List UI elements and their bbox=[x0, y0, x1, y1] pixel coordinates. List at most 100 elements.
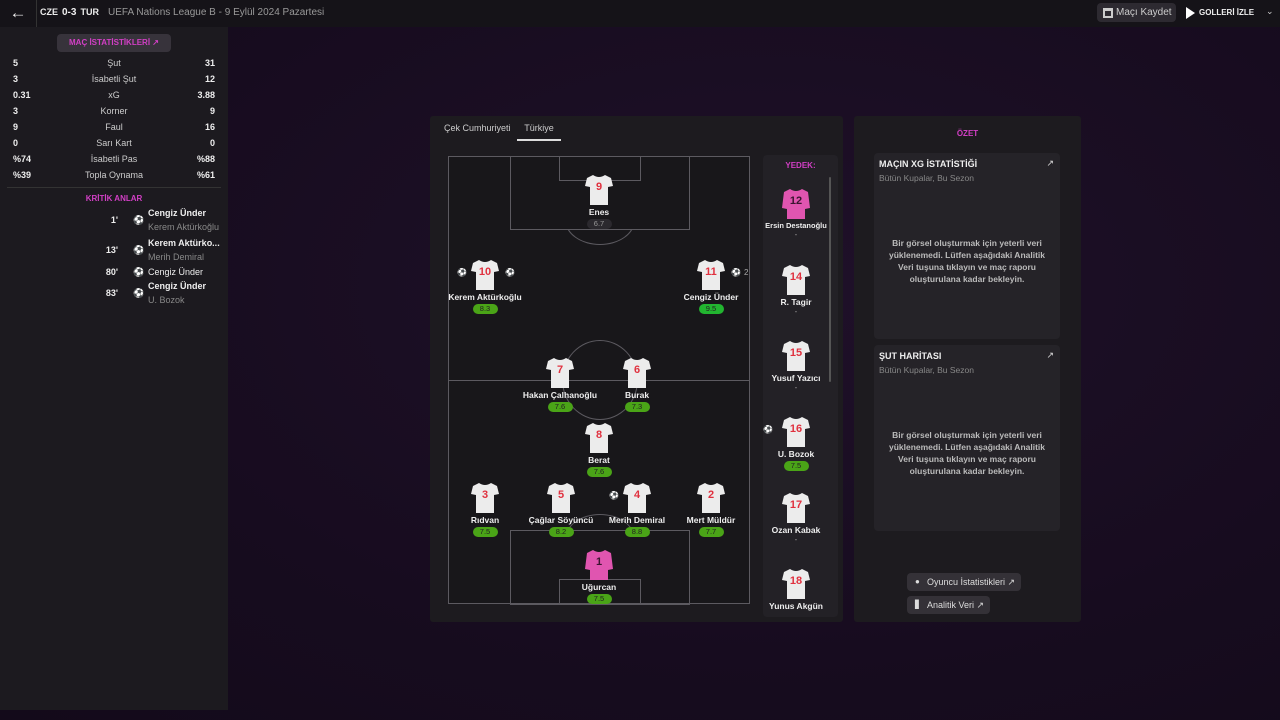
player-name: Uğurcan bbox=[581, 582, 617, 592]
stat-home-value: 5 bbox=[13, 58, 19, 68]
goal-count: 2 bbox=[744, 268, 749, 277]
score: 0-3 bbox=[62, 7, 77, 18]
player-name: Enes bbox=[588, 207, 610, 217]
player-rating: 7.6 bbox=[586, 467, 612, 477]
player-name: Yusuf Yazıcı bbox=[771, 373, 821, 383]
tab-turkiye[interactable]: Türkiye bbox=[517, 123, 561, 141]
event-minute: 1' bbox=[110, 215, 118, 225]
jersey-number: 12 bbox=[789, 195, 803, 207]
jersey-icon: 4 bbox=[623, 482, 651, 514]
tab-czech-republic[interactable]: Çek Cumhuriyeti bbox=[444, 123, 511, 133]
expand-icon[interactable]: ↗ bbox=[1046, 158, 1054, 168]
back-arrow-icon[interactable]: ← bbox=[9, 3, 27, 22]
jersey-number: 14 bbox=[789, 271, 803, 283]
goal-icon: ⚽ bbox=[505, 268, 515, 277]
card-message: Bir görsel oluşturmak için yeterli veri … bbox=[888, 430, 1046, 476]
jersey-number: 15 bbox=[789, 347, 803, 359]
jersey-icon: 6 bbox=[623, 357, 651, 389]
save-match-button[interactable]: Maçı Kaydet bbox=[1097, 3, 1176, 22]
event-minute: 83' bbox=[105, 288, 118, 298]
event-minute: 80' bbox=[105, 267, 118, 277]
key-moment[interactable]: 13'⚽Kerem Aktürko...Merih Demiral bbox=[0, 237, 228, 262]
stat-home-value: 9 bbox=[13, 122, 19, 132]
event-scorer: Kerem Aktürko... bbox=[148, 238, 220, 248]
player-rating: 7.5 bbox=[586, 594, 612, 604]
rating-wrap: 8.8 bbox=[587, 525, 687, 537]
stat-home-value: 3 bbox=[13, 106, 19, 116]
player-name: Berat bbox=[588, 455, 610, 465]
stat-away-value: 9 bbox=[209, 106, 215, 116]
stat-label: Şut bbox=[107, 58, 121, 68]
chevron-down-icon[interactable]: ⌄ bbox=[1266, 6, 1274, 16]
save-label: Maçı Kaydet bbox=[1116, 7, 1172, 18]
watch-goals-button[interactable]: GOLLERİ İZLE bbox=[1186, 7, 1254, 19]
save-icon bbox=[1103, 8, 1113, 18]
goalkeeper-jersey-icon: 12 bbox=[782, 188, 810, 220]
jersey-icon: 14 bbox=[782, 264, 810, 296]
jersey-number: 9 bbox=[595, 181, 603, 193]
stat-label: Topla Oynama bbox=[84, 170, 144, 180]
stat-away-value: %61 bbox=[196, 170, 215, 180]
jersey-number: 16 bbox=[789, 423, 803, 435]
player-rating: 7.5 bbox=[472, 527, 498, 537]
player-name: Merih Demiral bbox=[608, 515, 666, 525]
rating-wrap: 9.5 bbox=[661, 302, 761, 314]
player-name: Çağlar Söyüncü bbox=[528, 515, 594, 525]
expand-icon[interactable]: ↗ bbox=[1046, 350, 1054, 360]
stat-home-value: 3 bbox=[13, 74, 19, 84]
player-name: Mert Müldür bbox=[686, 515, 736, 525]
rating-wrap: 7.5 bbox=[435, 525, 535, 537]
stat-label: Faul bbox=[105, 122, 123, 132]
analytics-button[interactable]: ▋Analitik Veri ↗ bbox=[907, 596, 991, 614]
stat-away-value: 3.88 bbox=[197, 90, 215, 100]
jersey-icon: 18 bbox=[782, 568, 810, 600]
stat-home-value: 0.31 bbox=[13, 90, 31, 100]
summary-panel: ÖZET MAÇIN XG İSTATİSTİĞİ Bütün Kupalar,… bbox=[854, 116, 1081, 622]
jersey-icon: 10 bbox=[471, 259, 499, 291]
jersey-icon: 7 bbox=[546, 357, 574, 389]
event-scorer: Cengiz Ünder bbox=[148, 281, 207, 291]
external-link-icon: ↗ bbox=[1007, 577, 1016, 587]
player-rating: 8.3 bbox=[472, 304, 498, 314]
match-stats-button[interactable]: MAÇ İSTATİSTİKLERİ ↗ bbox=[57, 34, 171, 52]
jersey-icon: 9 bbox=[585, 174, 613, 206]
stat-away-value: 31 bbox=[204, 58, 215, 68]
scrollbar[interactable] bbox=[829, 177, 831, 382]
bar-chart-icon: ▋ bbox=[915, 600, 922, 609]
jersey-icon: 16 bbox=[782, 416, 810, 448]
player-rating: 9.5 bbox=[698, 304, 724, 314]
event-assist: Merih Demiral bbox=[148, 252, 205, 262]
jersey-number: 5 bbox=[557, 489, 565, 501]
key-moment[interactable]: 80'⚽Cengiz Ünder bbox=[0, 266, 228, 290]
player-stats-button[interactable]: ●Oyuncu İstatistikleri ↗ bbox=[907, 573, 1022, 591]
jersey-icon: 11 bbox=[697, 259, 725, 291]
rating-wrap: 8.2 bbox=[511, 525, 611, 537]
jersey-icon: 17 bbox=[782, 492, 810, 524]
